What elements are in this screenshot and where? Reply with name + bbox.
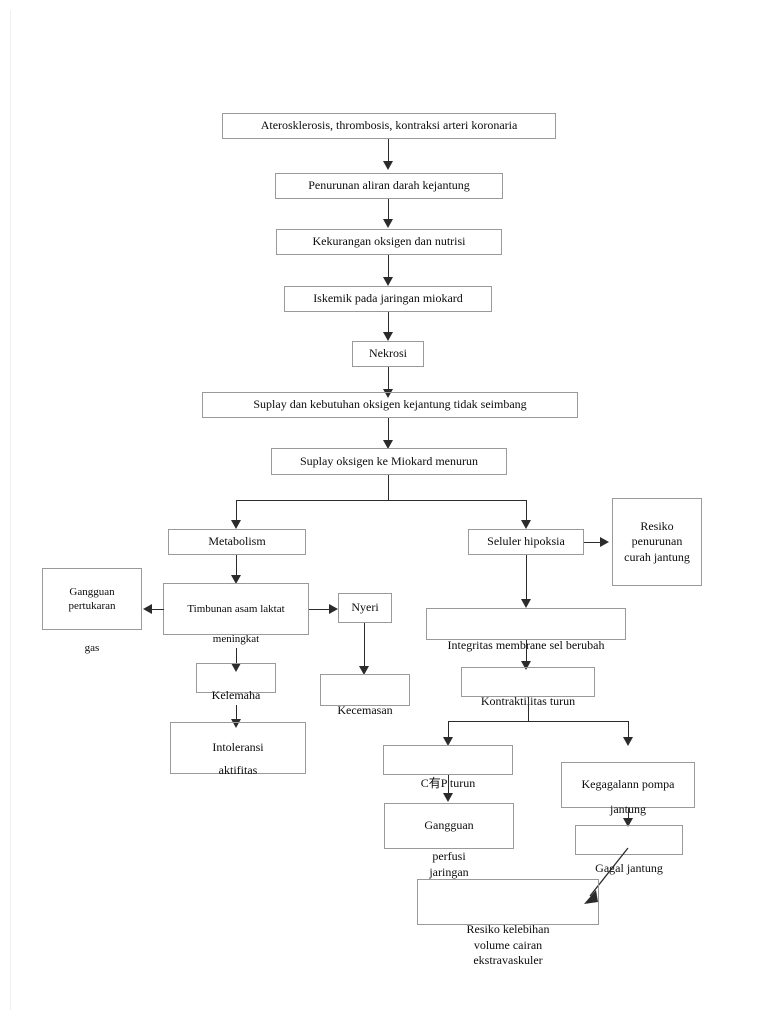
connector-n15-n17 bbox=[526, 555, 527, 601]
node-resiko-penurunan-curah-jantung: Resiko penurunan curah jantung bbox=[612, 498, 702, 586]
node-gangguan-pertukaran-gas-overflow-label: gas bbox=[84, 642, 100, 654]
connector-n1-n2 bbox=[388, 139, 389, 164]
node-intoleransi-aktifitas: Intoleransi bbox=[170, 722, 306, 774]
connector-n3-n4 bbox=[388, 255, 389, 279]
node-nekrosi: Nekrosi bbox=[352, 341, 424, 367]
node-label: Resiko penurunan curah jantung bbox=[624, 518, 690, 564]
connector-n18-split-stem bbox=[528, 697, 529, 721]
node-label: Timbunan asam laktat bbox=[187, 602, 285, 615]
node-cop-turun bbox=[383, 745, 513, 775]
connector-n6-n7 bbox=[388, 418, 389, 442]
node-kelemaha bbox=[196, 663, 276, 693]
node-label: Metabolism bbox=[208, 534, 266, 549]
node-integritas-membrane-sel bbox=[426, 608, 626, 640]
node-label: Nekrosi bbox=[369, 346, 407, 361]
connector-n2-n3 bbox=[388, 199, 389, 221]
arrowhead-right bbox=[329, 604, 338, 614]
node-suplay-kebutuhan-tidak-seimbang: Suplay dan kebutuhan oksigen kejantung t… bbox=[202, 392, 578, 418]
connector-n9-n10 bbox=[152, 609, 164, 610]
connector-n7-split-stem bbox=[388, 475, 389, 500]
arrowhead-down bbox=[383, 219, 393, 228]
node-label: Suplay oksigen ke Miokard menurun bbox=[300, 453, 478, 468]
node-kontraktilitas-turun bbox=[461, 667, 595, 697]
node-timbunan-asam-laktat: Timbunan asam laktat bbox=[163, 583, 309, 635]
node-resiko-kelebihan-volume-cairan bbox=[417, 879, 599, 925]
node-kecemasan bbox=[320, 674, 410, 706]
node-gangguan-perfusi-jaringan: Gangguan bbox=[384, 803, 514, 849]
connector-n19-n20 bbox=[448, 775, 449, 797]
arrowhead-down bbox=[623, 737, 633, 746]
node-label: Suplay dan kebutuhan oksigen kejantung t… bbox=[253, 397, 527, 412]
node-resiko-kelebihan-volume-cairan-overflow-label: Resiko kelebihan volume cairan ekstravas… bbox=[466, 922, 550, 968]
arrowhead-down bbox=[231, 520, 241, 529]
node-kekurangan-oksigen: Kekurangan oksigen dan nutrisi bbox=[276, 229, 502, 255]
node-kegagalan-pompa-jantung: Kegagalann pompa bbox=[561, 762, 695, 808]
connector-n9-n12 bbox=[236, 648, 237, 665]
arrowhead-down bbox=[231, 575, 241, 584]
node-gangguan-pertukaran-gas: Gangguan pertukaran bbox=[42, 568, 142, 630]
connector-n9-n11 bbox=[309, 609, 331, 610]
arrowhead-down bbox=[521, 599, 531, 608]
arrowhead-down bbox=[231, 663, 241, 672]
node-gagal-jantung bbox=[575, 825, 683, 855]
arrowhead-right bbox=[600, 537, 609, 547]
arrowhead-left bbox=[143, 604, 152, 614]
arrowhead-down bbox=[443, 737, 453, 746]
arrowhead-down bbox=[521, 520, 531, 529]
page-edge-line bbox=[10, 10, 11, 1010]
arrowhead-down bbox=[359, 666, 369, 675]
connector-n18-right-drop bbox=[628, 721, 629, 739]
arrowhead-down bbox=[231, 719, 241, 728]
connector-n18-left-drop bbox=[448, 721, 449, 739]
connector-n17-n18 bbox=[526, 640, 527, 664]
arrowhead-down bbox=[383, 389, 393, 398]
connector-n7-split-bar bbox=[236, 500, 526, 501]
node-label: Iskemik pada jaringan miokard bbox=[313, 291, 463, 306]
node-label: Aterosklerosis, thrombosis, kontraksi ar… bbox=[260, 118, 518, 133]
node-label: Nyeri bbox=[351, 600, 379, 615]
node-label: Seluler hipoksia bbox=[487, 534, 565, 549]
node-gangguan-perfusi-jaringan-overflow-label: perfusi jaringan bbox=[429, 849, 469, 879]
node-seluler-hipoksia: Seluler hipoksia bbox=[468, 529, 584, 555]
connector-split-left-drop bbox=[236, 500, 237, 522]
node-label: Kegagalann pompa bbox=[581, 777, 675, 792]
arrowhead-down bbox=[443, 793, 453, 802]
arrowhead-down bbox=[521, 661, 531, 670]
node-penurunan-aliran-darah: Penurunan aliran darah kejantung bbox=[275, 173, 503, 199]
arrowhead-down bbox=[383, 440, 393, 449]
node-label: Kekurangan oksigen dan nutrisi bbox=[312, 234, 466, 249]
connector-n11-n14 bbox=[364, 623, 365, 668]
node-metabolism: Metabolism bbox=[168, 529, 306, 555]
node-label: Gangguan bbox=[424, 818, 474, 833]
node-label: Intoleransi bbox=[212, 740, 264, 755]
connector-n15-n16 bbox=[584, 542, 602, 543]
connector-split-right-drop bbox=[526, 500, 527, 522]
node-aterosklerosis: Aterosklerosis, thrombosis, kontraksi ar… bbox=[222, 113, 556, 139]
connector-n8-n9 bbox=[236, 555, 237, 577]
connector-n21-n22 bbox=[628, 808, 629, 820]
node-nyeri: Nyeri bbox=[338, 593, 392, 623]
arrowhead-down bbox=[383, 332, 393, 341]
node-suplay-oksigen-miokard-menurun: Suplay oksigen ke Miokard menurun bbox=[271, 448, 507, 475]
connector-n5-n6 bbox=[388, 367, 389, 391]
connector-n12-n13 bbox=[236, 705, 237, 721]
arrowhead-down bbox=[383, 161, 393, 170]
connector-n22-n23-diagonal bbox=[584, 847, 629, 904]
node-label: Penurunan aliran darah kejantung bbox=[308, 178, 470, 193]
arrowhead-down bbox=[383, 277, 393, 286]
node-label: Gangguan pertukaran bbox=[68, 585, 116, 612]
connector-n18-split-bar bbox=[448, 721, 628, 722]
node-iskemik-jaringan-miokard: Iskemik pada jaringan miokard bbox=[284, 286, 492, 312]
connector-n4-n5 bbox=[388, 312, 389, 334]
arrowhead-down bbox=[623, 818, 633, 827]
